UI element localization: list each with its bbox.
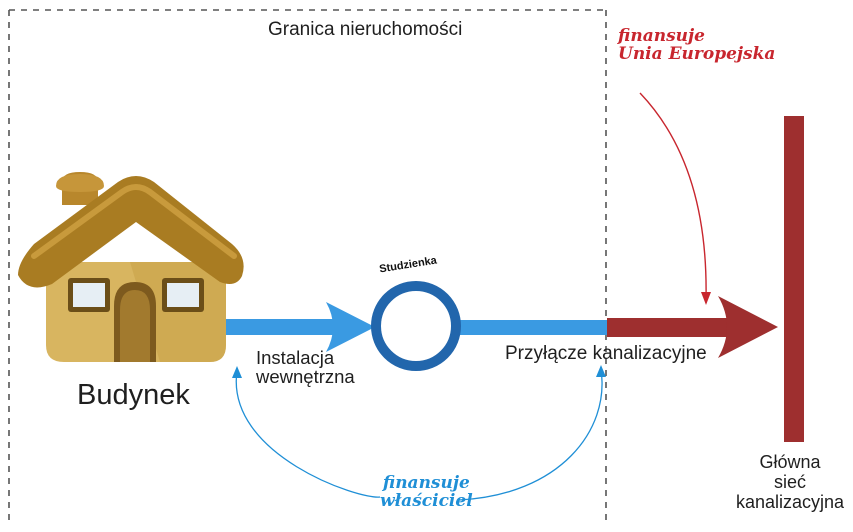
main-network-line-1: Główna xyxy=(759,452,821,472)
eu-funding-arrow xyxy=(639,92,711,305)
eu-funding-line-2: Unia Europejska xyxy=(618,43,776,64)
well-ring xyxy=(371,281,461,371)
eu-funding-label: finansuje Unia Europejska xyxy=(618,26,776,64)
property-boundary-label: Granica nieruchomości xyxy=(268,19,463,40)
owner-funding-label: finansuje właściciel xyxy=(380,473,473,511)
internal-installation-label: Instalacja wewnętrzna xyxy=(256,348,355,387)
building-label: Budynek xyxy=(77,379,190,411)
internal-installation-pipe xyxy=(226,302,375,352)
main-network-line-2: sieć xyxy=(773,472,806,493)
main-network-line-3: kanalizacyjna xyxy=(735,492,845,513)
main-network-label: Główna sieć kanalizacyjna xyxy=(732,452,848,512)
connection-label: Przyłącze kanalizacyjne xyxy=(505,343,707,364)
connection-pipe-public xyxy=(607,296,778,358)
eu-funding-line-1: finansuje xyxy=(618,26,705,46)
property-boundary xyxy=(8,9,607,525)
house-icon xyxy=(18,172,244,362)
connection-pipe-private xyxy=(460,320,607,335)
owner-funding-arc xyxy=(232,365,606,501)
internal-installation-line-2: wewnętrzna xyxy=(256,366,355,388)
main-sewer-bar xyxy=(784,116,804,442)
owner-funding-line-1: finansuje xyxy=(382,473,470,493)
owner-funding-line-2: właściciel xyxy=(380,490,473,511)
internal-installation-line-1: Instalacja xyxy=(256,347,335,368)
